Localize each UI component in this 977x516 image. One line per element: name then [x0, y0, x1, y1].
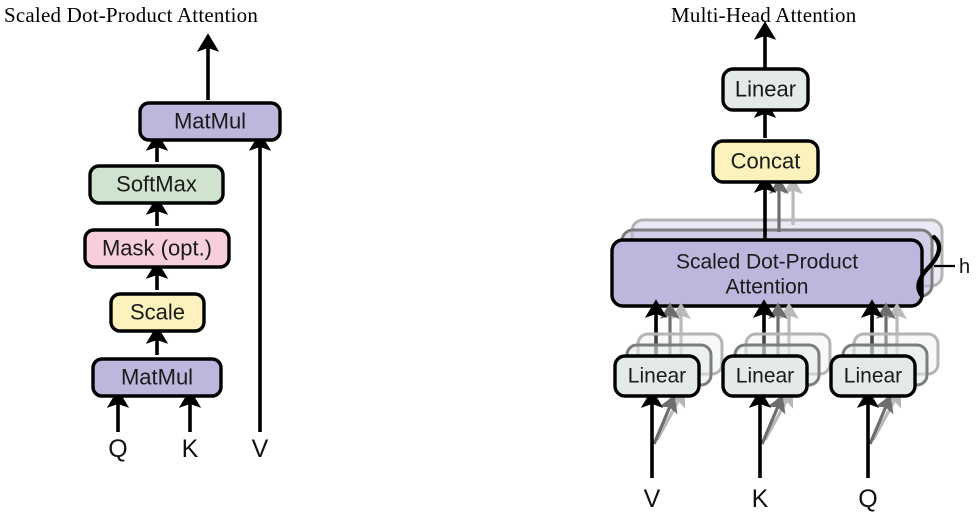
heads-brace: [916, 234, 955, 299]
box-matmul-bottom: MatMul: [91, 357, 223, 398]
box-scaled-dot-product-attention: Scaled Dot-Product Attention: [610, 238, 924, 308]
box-linear-k-label: Linear: [736, 365, 794, 388]
box-scale-label: Scale: [130, 299, 185, 324]
box-linear-q-label: Linear: [844, 365, 902, 388]
box-concat-label: Concat: [731, 148, 801, 173]
input-label-k-right: K: [752, 485, 769, 513]
box-linear-q: Linear: [829, 354, 917, 398]
box-scale: Scale: [109, 292, 206, 333]
box-linear-output-label: Linear: [735, 76, 796, 101]
left-panel-title: Scaled Dot-Product Attention: [4, 3, 259, 27]
input-label-v-right: V: [644, 485, 661, 513]
input-label-v-left: V: [252, 435, 269, 463]
box-linear-v: Linear: [613, 354, 701, 398]
box-sdpa-label-line2: Attention: [726, 276, 809, 299]
input-label-q-left: Q: [108, 435, 127, 463]
box-softmax-label: SoftMax: [116, 171, 197, 196]
box-mask-label: Mask (opt.): [102, 235, 212, 260]
box-linear-v-label: Linear: [628, 365, 686, 388]
input-label-q-right: Q: [858, 485, 877, 513]
box-linear-output: Linear: [721, 67, 810, 112]
box-matmul-bottom-label: MatMul: [121, 364, 193, 389]
input-arrows-right: [640, 389, 902, 478]
box-softmax: SoftMax: [88, 164, 225, 205]
input-label-k-left: K: [182, 435, 199, 463]
box-concat: Concat: [711, 139, 820, 184]
box-mask: Mask (opt.): [83, 228, 231, 269]
box-matmul-top-label: MatMul: [174, 108, 246, 133]
box-sdpa-label-line1: Scaled Dot-Product: [676, 251, 858, 274]
heads-count-label: h: [959, 256, 970, 278]
box-matmul-top: MatMul: [138, 101, 282, 142]
box-linear-k: Linear: [721, 354, 809, 398]
